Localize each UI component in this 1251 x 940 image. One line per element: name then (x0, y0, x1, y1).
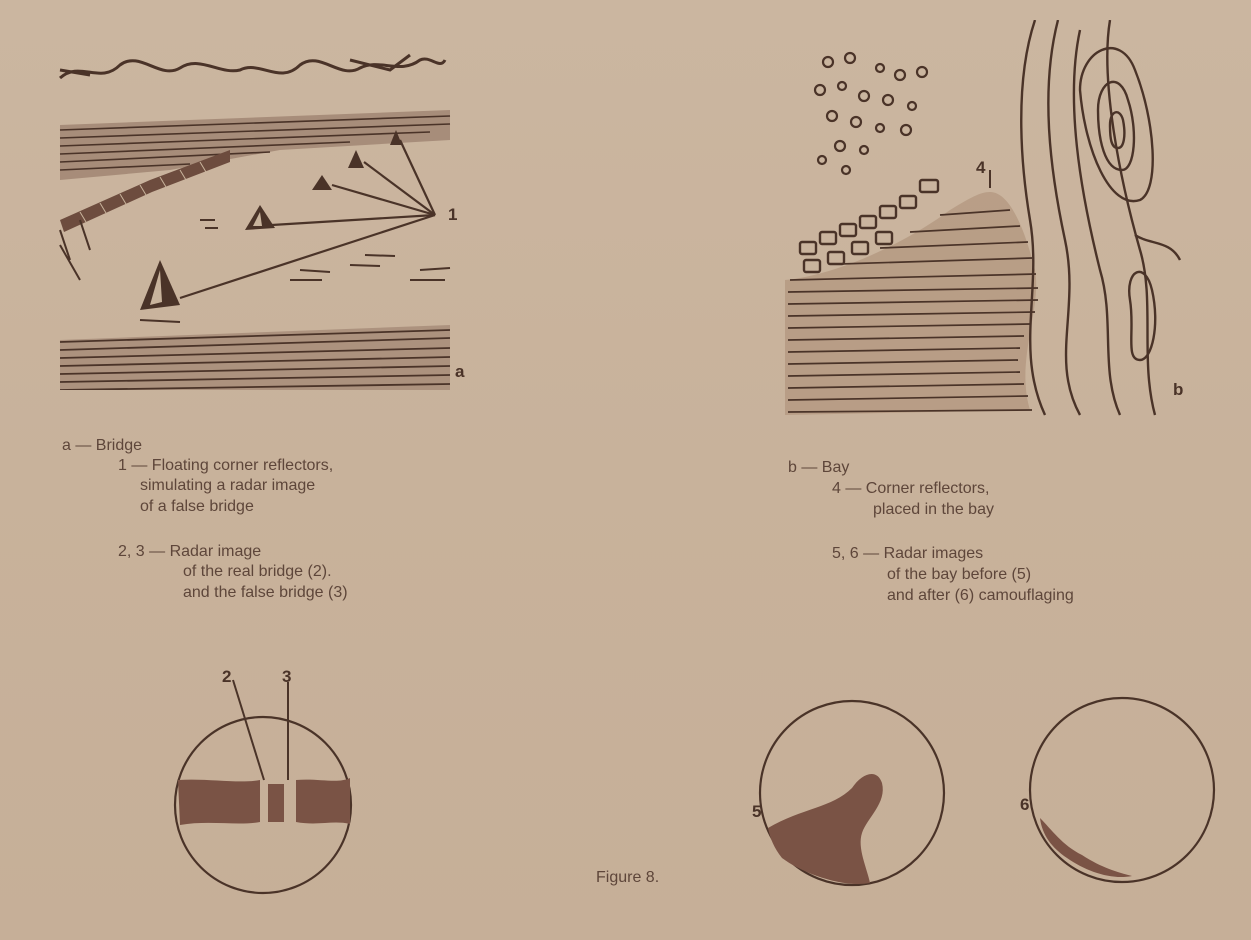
caption-23-line-2: of the real bridge (2). (183, 562, 332, 582)
caption-b-title: b — Bay (788, 458, 849, 478)
panel-b-label: b (1173, 380, 1183, 400)
panel-a-label: a (455, 362, 464, 382)
radar-scope-bay-before (752, 698, 952, 898)
caption-1-line-3: of a false bridge (140, 497, 254, 517)
caption-4-line-2: placed in the bay (873, 500, 994, 520)
radar-scope-bridge (168, 660, 358, 910)
caption-23-line-1: 2, 3 — Radar image (118, 542, 261, 562)
bridge-illustration (50, 30, 470, 390)
scope-label-6: 6 (1020, 795, 1029, 815)
bay-illustration (780, 20, 1200, 430)
caption-1-line-2: simulating a radar image (140, 476, 315, 496)
figure-caption: Figure 8. (596, 868, 659, 888)
scope-label-5: 5 (752, 802, 761, 822)
scope-label-3: 3 (282, 667, 291, 687)
radar-scope-bay-after (1022, 690, 1222, 890)
scope-label-2: 2 (222, 667, 231, 687)
caption-1-line-1: 1 — Floating corner reflectors, (118, 456, 333, 476)
caption-4-line-1: 4 — Corner reflectors, (832, 479, 989, 499)
callout-4-label: 4 (976, 158, 985, 178)
caption-56-line-3: and after (6) camouflaging (887, 586, 1074, 606)
caption-23-line-3: and the false bridge (3) (183, 583, 348, 603)
caption-56-line-2: of the bay before (5) (887, 565, 1031, 585)
caption-a-title: a — Bridge (62, 436, 142, 456)
callout-1-label: 1 (448, 205, 457, 225)
caption-56-line-1: 5, 6 — Radar images (832, 544, 983, 564)
